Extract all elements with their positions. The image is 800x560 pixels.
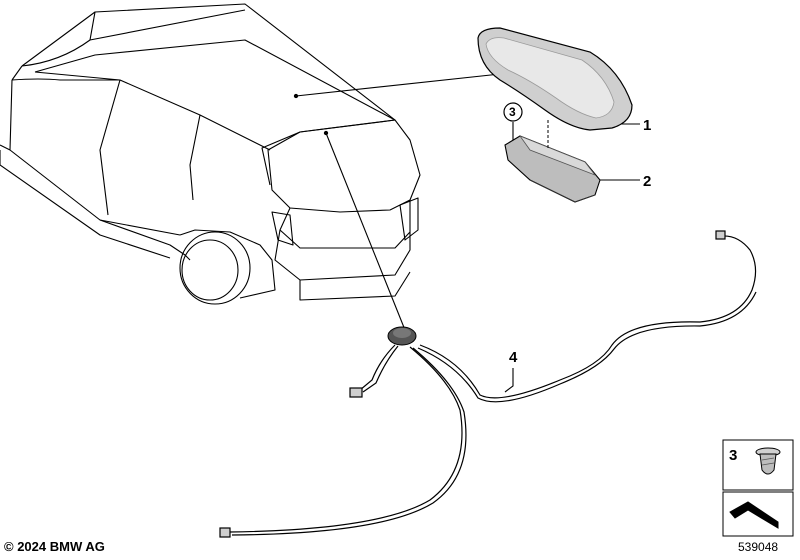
antenna-cable-part bbox=[219, 230, 757, 538]
bent-arrow-icon bbox=[729, 501, 779, 529]
legend-screw-label: 3 bbox=[729, 447, 737, 464]
leader-lines bbox=[293, 73, 640, 393]
copyright-notice: © 2024 BMW AG bbox=[4, 539, 105, 554]
diagram-number: 539048 bbox=[738, 540, 779, 554]
antenna-module-part bbox=[504, 120, 601, 203]
screw-icon bbox=[755, 447, 781, 475]
callout-1-label: 1 bbox=[643, 117, 651, 134]
callout-4-label: 4 bbox=[509, 349, 518, 366]
roof-antenna-cover-part bbox=[477, 27, 633, 131]
legend-box-screw: 3 bbox=[722, 439, 794, 491]
callout-2-label: 2 bbox=[643, 173, 651, 190]
vehicle-outline bbox=[0, 3, 421, 305]
callout-3-circle: 3 bbox=[503, 102, 523, 122]
cable-grommet bbox=[387, 326, 417, 346]
legend-box-nav bbox=[722, 491, 794, 537]
callout-3-label: 3 bbox=[509, 105, 516, 119]
